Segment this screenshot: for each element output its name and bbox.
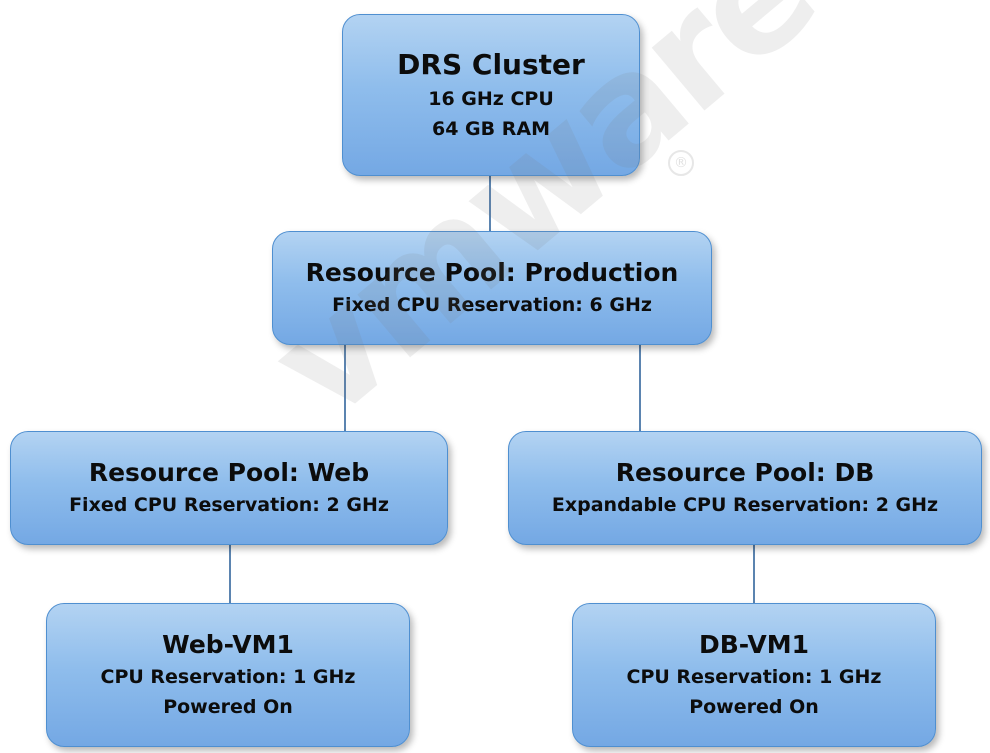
node-drs-cluster: DRS Cluster 16 GHz CPU 64 GB RAM [342, 14, 640, 176]
node-pool-web-title: Resource Pool: Web [88, 458, 370, 487]
node-pool-db: Resource Pool: DB Expandable CPU Reserva… [508, 431, 982, 545]
node-drs-cluster-title: DRS Cluster [397, 48, 585, 81]
node-pool-db-title: Resource Pool: DB [615, 458, 875, 487]
node-pool-production-title: Resource Pool: Production [305, 258, 679, 287]
node-web-vm1: Web-VM1 CPU Reservation: 1 GHz Powered O… [46, 603, 410, 747]
node-pool-production-reservation: Fixed CPU Reservation: 6 GHz [332, 294, 652, 316]
node-pool-db-reservation: Expandable CPU Reservation: 2 GHz [551, 494, 939, 516]
node-pool-web-reservation: Fixed CPU Reservation: 2 GHz [69, 494, 389, 516]
node-drs-cluster-ram: 64 GB RAM [432, 118, 550, 140]
node-db-vm1: DB-VM1 CPU Reservation: 1 GHz Powered On [572, 603, 936, 747]
node-db-vm1-state: Powered On [689, 696, 819, 718]
node-db-vm1-title: DB-VM1 [699, 630, 809, 659]
node-web-vm1-state: Powered On [163, 696, 293, 718]
node-db-vm1-reservation: CPU Reservation: 1 GHz [626, 666, 882, 688]
node-web-vm1-title: Web-VM1 [162, 630, 294, 659]
node-web-vm1-reservation: CPU Reservation: 1 GHz [100, 666, 356, 688]
node-pool-web: Resource Pool: Web Fixed CPU Reservation… [10, 431, 448, 545]
node-drs-cluster-cpu: 16 GHz CPU [428, 88, 554, 110]
node-pool-production: Resource Pool: Production Fixed CPU Rese… [272, 231, 712, 345]
